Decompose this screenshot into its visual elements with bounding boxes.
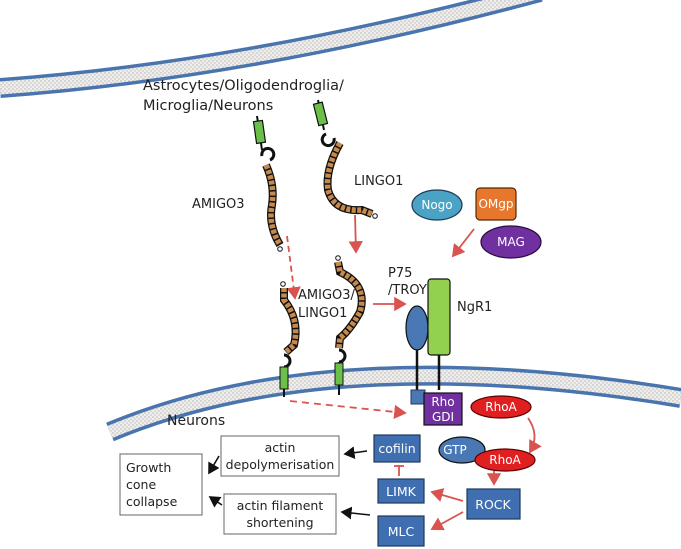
neurons-label: Neurons — [167, 413, 225, 429]
rhoa-active — [474, 448, 536, 472]
actin-shortening-box — [223, 493, 337, 535]
p75-intracellular-domain — [410, 389, 426, 405]
mag-label: MAG — [497, 235, 525, 249]
growth-label-3: collapse — [126, 494, 178, 509]
lingo1-label: LINGO1 — [354, 174, 403, 189]
rhogdi-box — [423, 392, 463, 426]
lingo1-upper — [312, 99, 378, 219]
p75-label: P75 — [388, 266, 412, 281]
rock-label: ROCK — [475, 497, 511, 512]
complex-signal-arrow — [289, 400, 407, 420]
gtp-label: GTP — [443, 443, 466, 457]
growth-cone-collapse-box — [119, 453, 203, 516]
ngr1-label: NgR1 — [457, 300, 492, 315]
omgp-ligand — [475, 187, 517, 221]
limk-inhibits-cofilin — [394, 465, 404, 476]
rhogdi-label: Rho — [431, 395, 454, 409]
rhoa-active-label: RhoA — [489, 453, 521, 467]
actin-short-label-2: shortening — [246, 515, 313, 530]
growth-label: Growth — [126, 460, 171, 475]
amigo3-upper — [252, 115, 284, 252]
neuron-membrane — [106, 365, 681, 442]
cofilin-label: cofilin — [378, 441, 415, 456]
rhoa-label: RhoA — [485, 400, 517, 414]
mlc-to-shortening-arrow — [340, 506, 371, 520]
lingo1-neuron — [334, 255, 366, 395]
mlc-label: MLC — [388, 524, 415, 539]
ligand-to-ngr1-arrow — [451, 228, 475, 258]
source-cells-label-2: Microglia/Neurons — [143, 98, 273, 114]
amigo3-label: AMIGO3 — [192, 197, 245, 212]
rock-box — [466, 488, 521, 520]
omgp-label: OMgp — [478, 197, 513, 211]
rhoa-inactive — [470, 395, 532, 419]
complex-label-2: LINGO1 — [298, 306, 347, 321]
mag-ligand — [480, 225, 542, 259]
rock-to-limk-arrow — [430, 488, 464, 502]
rhoa-activation-arrow — [527, 417, 542, 454]
ngr1-receptor — [427, 278, 451, 356]
amigo3-transfer-arrow — [286, 235, 301, 300]
rock-to-mlc-arrow — [430, 511, 464, 531]
nogo-ligand — [411, 189, 463, 221]
upper-cell-membrane — [0, 0, 543, 98]
actin-depolymerisation-box — [220, 435, 340, 477]
mlc-box — [377, 515, 425, 547]
rhogdi-label-2: GDI — [432, 410, 454, 424]
cofilin-box — [373, 434, 421, 463]
depoly-to-collapse-arrow — [208, 455, 220, 475]
limk-box — [377, 478, 425, 504]
p75-label-2: /TROY — [388, 283, 427, 298]
gtp-ellipse — [438, 436, 486, 464]
actin-depoly-label: actin — [265, 440, 296, 455]
shortening-to-collapse-arrow — [208, 496, 223, 508]
p75-troy-receptor — [405, 305, 429, 351]
complex-label: AMIGO3/ — [298, 288, 356, 303]
nogo-label: Nogo — [421, 198, 452, 212]
limk-label: LIMK — [386, 484, 416, 499]
growth-label-2: cone — [126, 477, 156, 492]
actin-depoly-label-2: depolymerisation — [226, 457, 335, 472]
cofilin-to-depoly-arrow — [343, 446, 368, 460]
lingo1-transfer-arrow — [348, 214, 363, 254]
source-cells-label: Astrocytes/Oligodendroglia/ — [143, 78, 344, 94]
actin-short-label: actin filament — [237, 498, 324, 513]
amigo3-neuron — [279, 281, 300, 397]
